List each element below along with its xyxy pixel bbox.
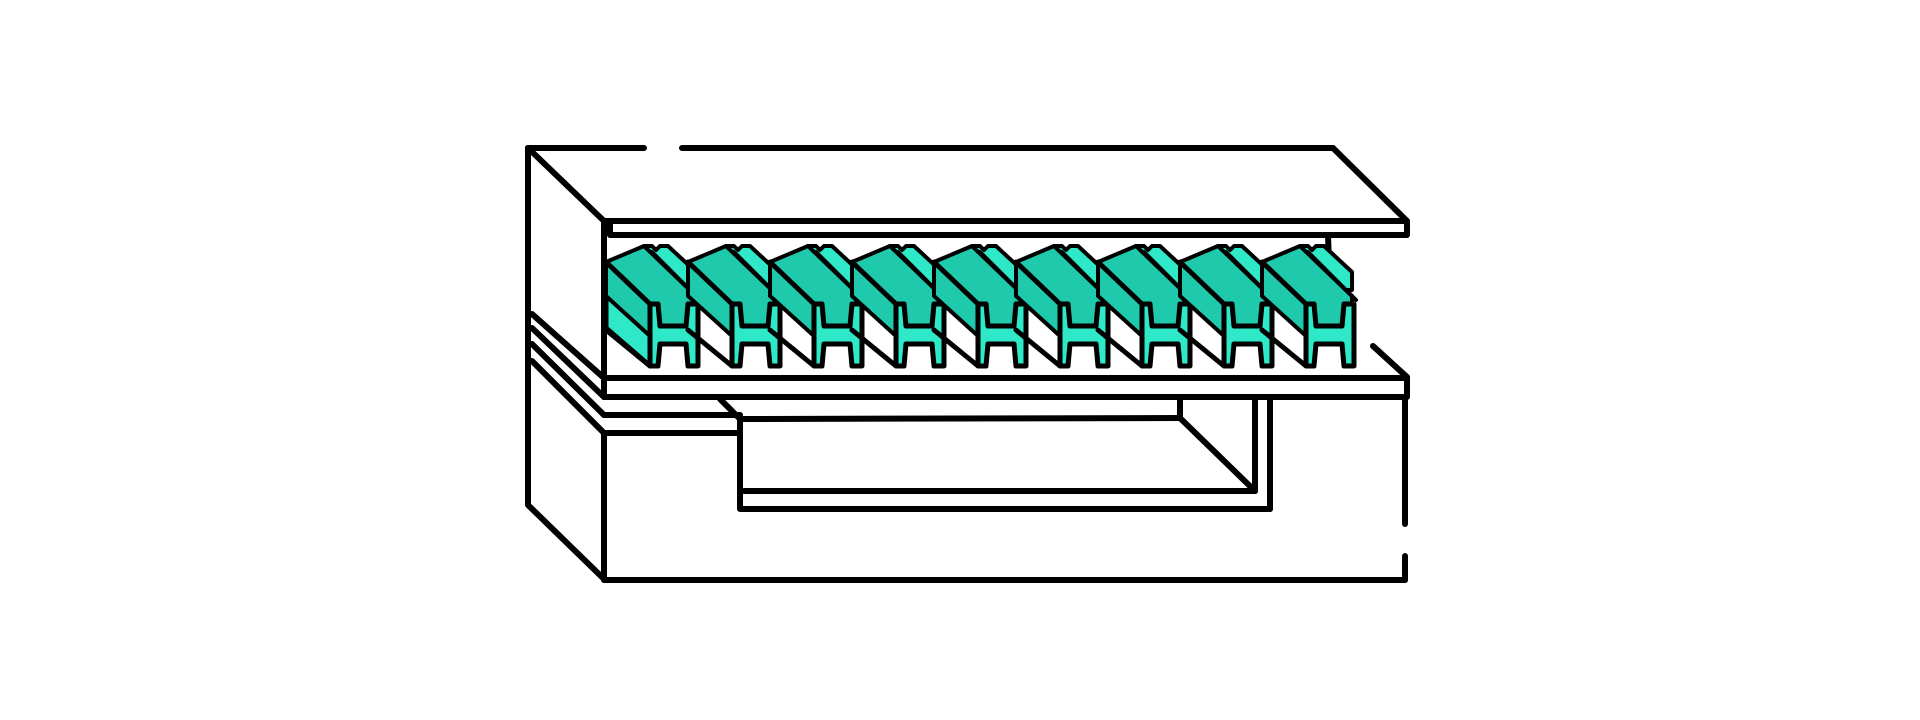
module-card (1177, 244, 1276, 369)
module-card (931, 244, 1030, 369)
lower-shelf (529, 341, 1408, 583)
top-shelf (525, 145, 1410, 583)
module-card (849, 244, 948, 369)
module-card (603, 244, 702, 369)
module-card (1259, 244, 1358, 369)
module-card (1095, 244, 1194, 369)
module-card (767, 244, 866, 369)
module-row (603, 244, 1358, 369)
module-card (685, 244, 784, 369)
module-card (1013, 244, 1112, 369)
